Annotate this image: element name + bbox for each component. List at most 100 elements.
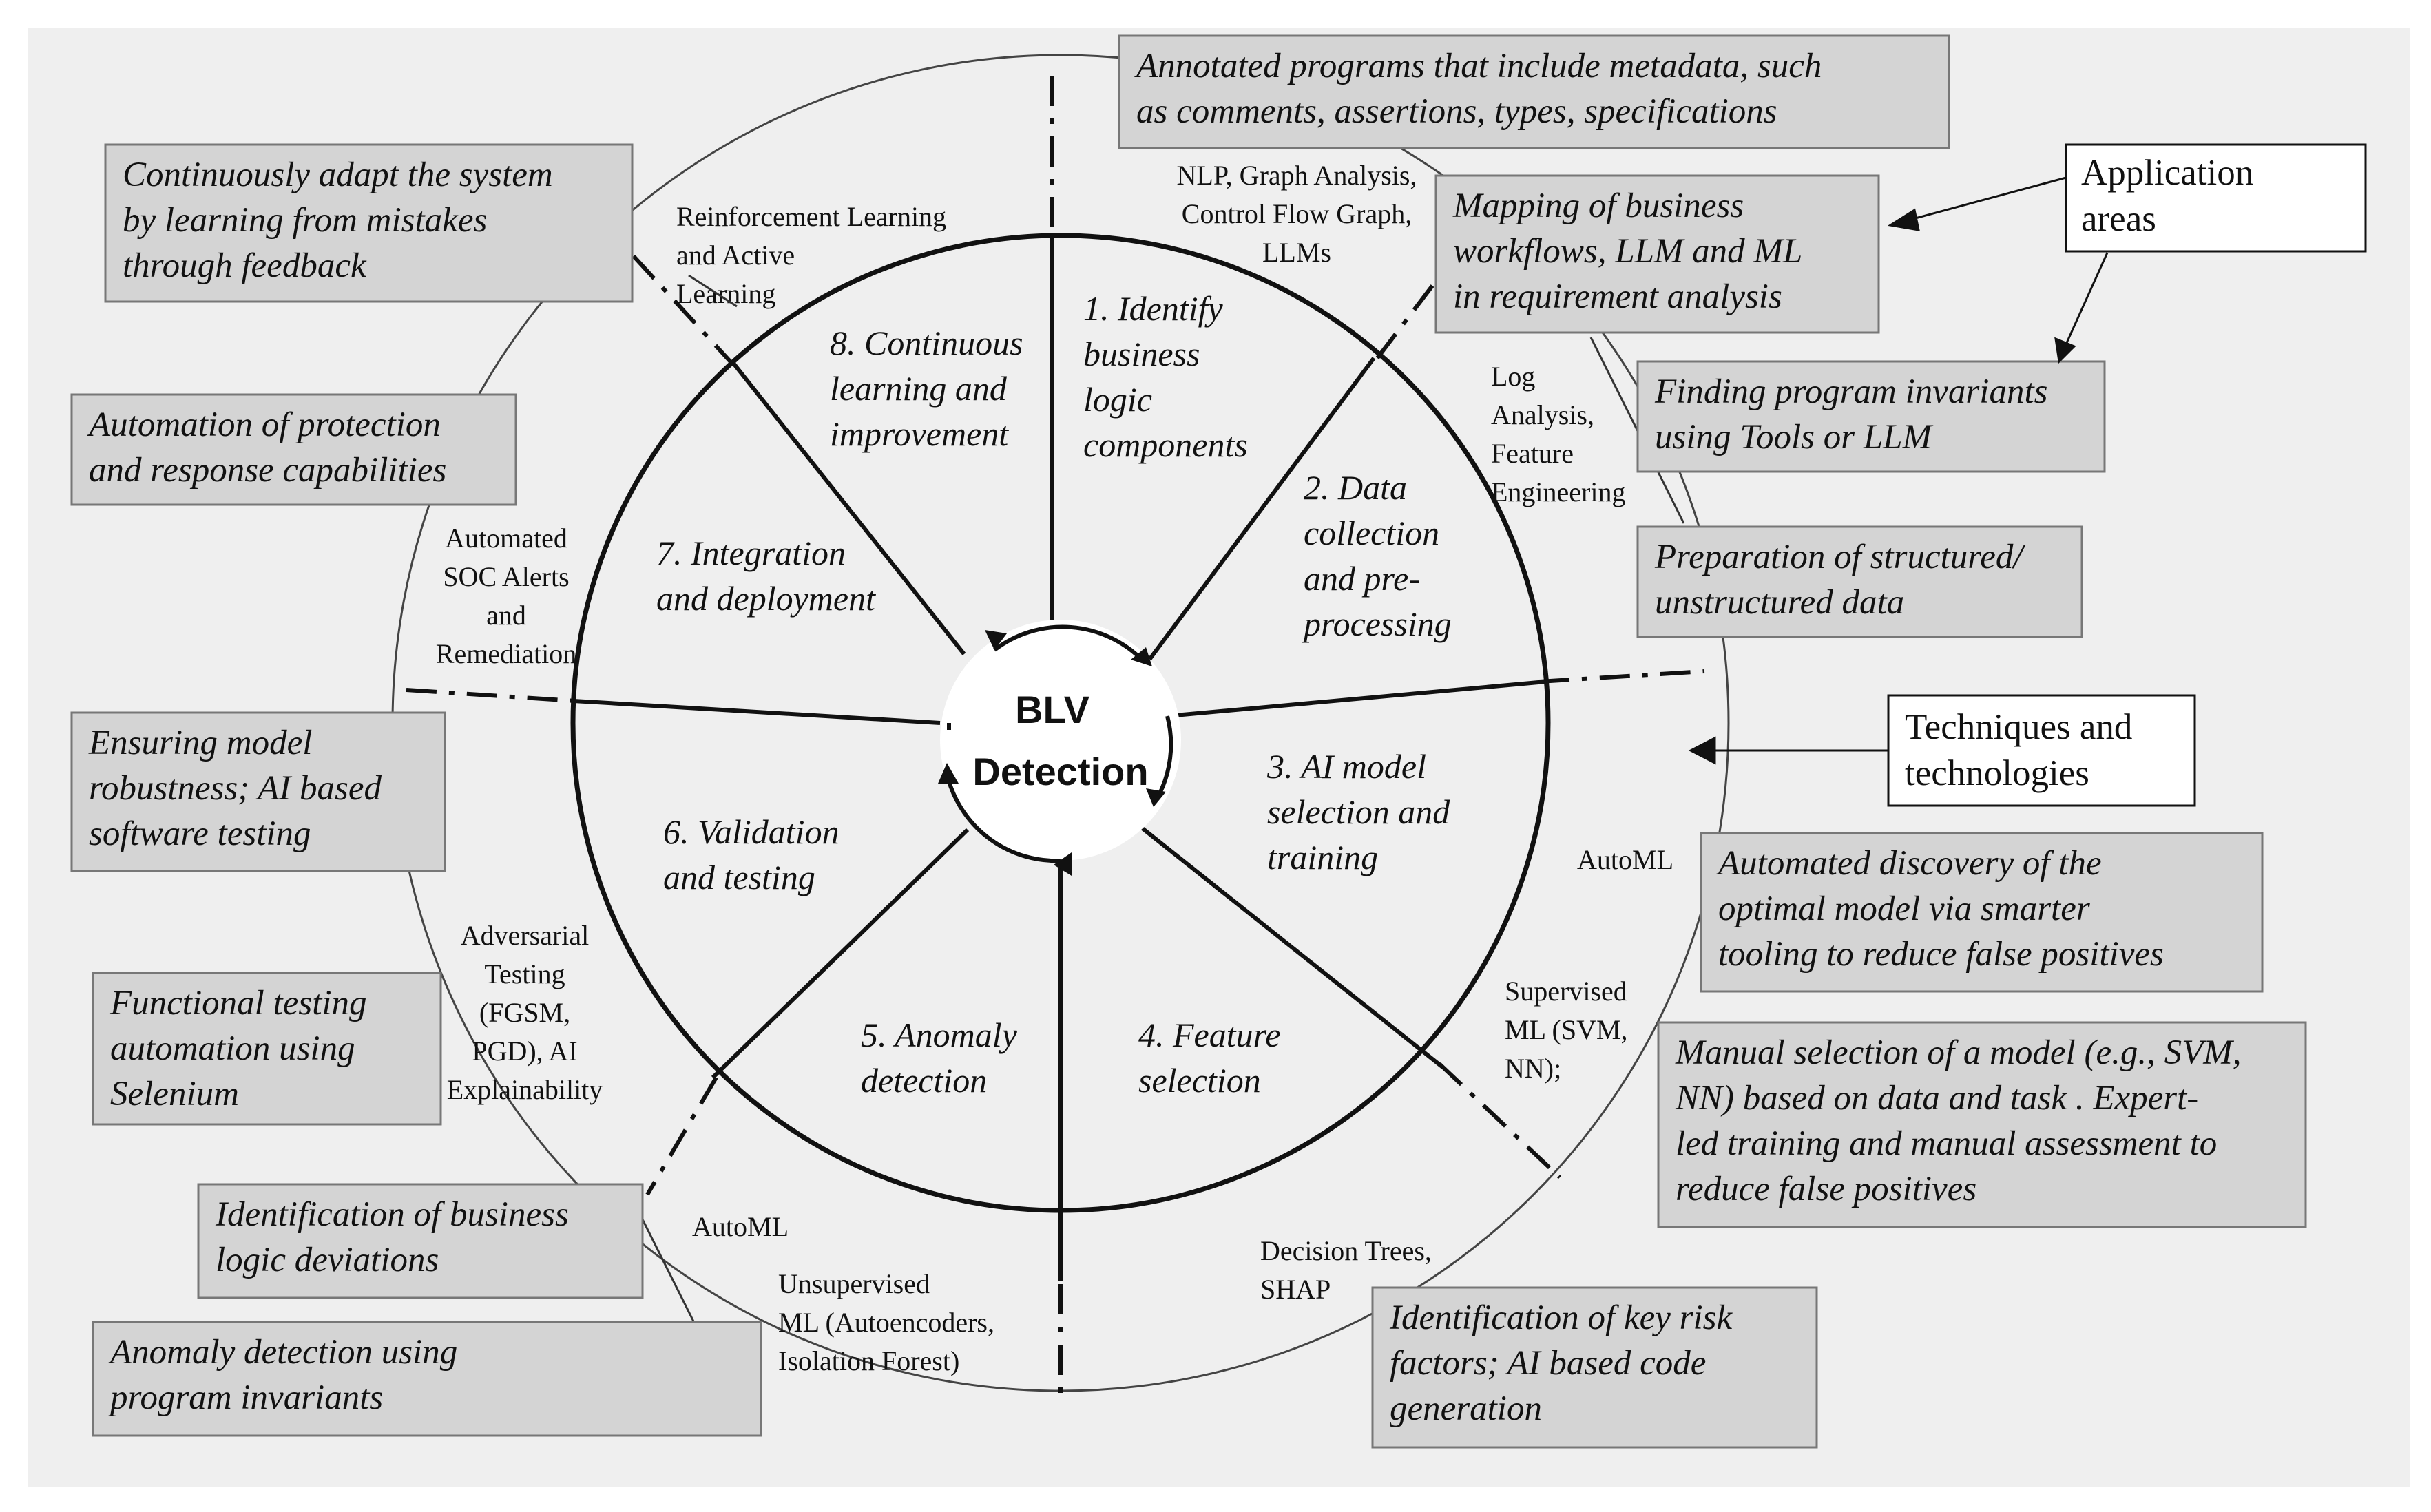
technique-log-line-1: Log [1491, 361, 1535, 392]
technique-nlp-line-3: LLMs [1262, 237, 1331, 268]
application-box-deviations-line-2: logic deviations [216, 1241, 439, 1279]
application-box-annotated: Annotated programs that include metadata… [1118, 34, 1950, 149]
application-boxes: Annotated programs that include metadata… [70, 34, 2307, 1449]
technique-soc-line-4: Remediation [436, 638, 576, 669]
technique-supervised-line-3: NN); [1505, 1053, 1561, 1084]
segment-7-line-2: and deployment [656, 579, 876, 618]
segment-8-line-1: 8. Continuous [830, 324, 1023, 362]
technique-log-line-3: Feature [1491, 438, 1574, 469]
application-box-robustness-line-2: robustness; AI based [89, 769, 382, 808]
segment-1-line-4: components [1083, 426, 1248, 464]
application-box-preparation-frame [1636, 525, 2083, 638]
segment-2-line-1: 2. Data [1304, 468, 1407, 507]
application-box-annotated-line-1: Annotated programs that include metadata… [1134, 47, 1822, 85]
application-box-robustness-frame [70, 711, 446, 872]
application-box-manual-selection-line-1: Manual selection of a model (e.g., SVM, [1675, 1033, 2241, 1072]
segment-4-line-1: 4. Feature [1138, 1016, 1280, 1054]
technique-automl-bottom: AutoML [692, 1211, 789, 1242]
application-box-manual-selection-line-3: led training and manual assessment to [1676, 1124, 2217, 1163]
segment-1-line-3: logic [1083, 380, 1152, 419]
application-box-functional-line-1: Functional testing [109, 984, 367, 1022]
segment-labels: 1. Identify business logic components 2. Dat… [656, 289, 1452, 1100]
technique-log-line-2: Analysis, [1491, 399, 1594, 430]
segment-6-line-2: and testing [663, 858, 815, 896]
segment-5-line-1: 5. Anomaly [861, 1016, 1018, 1054]
application-box-automated-discovery-line-3: tooling to reduce false positives [1718, 935, 2164, 974]
segment-1-line-2: business [1083, 335, 1200, 373]
application-box-mapping-frame [1434, 174, 1880, 334]
segment-5-line-2: detection [861, 1061, 987, 1100]
application-box-annotated-frame [1118, 34, 1950, 149]
application-box-protection-frame [70, 393, 517, 506]
application-box-anomaly-invariants-line-2: program invariants [108, 1378, 383, 1417]
segment-2-line-4: processing [1302, 605, 1452, 643]
technique-adversarial-line-5: Explainability [447, 1074, 603, 1105]
application-box-mapping-line-1: Mapping of business [1452, 187, 1744, 225]
technique-unsupervised-line-2: ML (Autoencoders, [778, 1307, 994, 1338]
spokes [573, 234, 1547, 1281]
technique-soc-line-2: SOC Alerts [443, 561, 569, 592]
center-title-line2: Detection [972, 750, 1148, 793]
application-box-functional-frame [92, 972, 442, 1126]
application-box-anomaly-invariants-frame [92, 1321, 762, 1437]
application-box-preparation-line-1: Preparation of structured/ [1654, 538, 2026, 576]
application-box-functional-line-2: automation using [110, 1029, 355, 1068]
application-box-mapping: Mapping of business workflows, LLM and ML… [1434, 174, 1880, 334]
technique-decision-line-1: Decision Trees, [1260, 1235, 1432, 1266]
application-box-adapt-line-3: through feedback [123, 246, 367, 285]
application-box-robustness-line-3: software testing [89, 815, 311, 853]
application-box-preparation-line-2: unstructured data [1655, 583, 1904, 622]
application-box-mapping-line-2: workflows, LLM and ML [1453, 232, 1802, 271]
technique-automl-right-line-1: AutoML [1577, 844, 1673, 875]
segment-1-line-1: 1. Identify [1083, 289, 1224, 328]
technique-nlp-line-1: NLP, Graph Analysis, [1177, 160, 1417, 191]
legend-application-areas-line2: areas [2081, 199, 2156, 239]
legend-application-areas-line1: Application [2081, 153, 2253, 193]
segment-5: 5. Anomaly detection [861, 1016, 1018, 1100]
technique-automl-bottom-line-1: AutoML [692, 1211, 789, 1242]
technique-nlp: NLP, Graph Analysis,Control Flow Graph,L… [1177, 160, 1417, 268]
technique-unsupervised-line-1: Unsupervised [778, 1268, 930, 1299]
technique-log-line-4: Engineering [1491, 476, 1626, 507]
technique-unsupervised-line-3: Isolation Forest) [778, 1345, 959, 1376]
application-box-preparation: Preparation of structured/unstructured d… [1636, 525, 2083, 638]
segment-7-line-1: 7. Integration [656, 534, 846, 572]
technique-supervised-line-1: Supervised [1505, 976, 1627, 1007]
technique-adversarial-line-1: Adversarial [461, 920, 590, 951]
application-box-invariants: Finding program invariants using Tools or… [1636, 360, 2106, 473]
application-box-key-risk-line-3: generation [1390, 1389, 1542, 1428]
segment-8: 8. Continuous learning and improvement [830, 324, 1023, 453]
application-box-invariants-line-1: Finding program invariants [1654, 372, 2047, 411]
application-box-deviations-frame [197, 1183, 644, 1299]
technique-soc-line-1: Automated [445, 523, 567, 554]
segment-8-line-3: improvement [830, 414, 1009, 453]
application-box-automated-discovery: Automated discovery of the optimal model … [1700, 832, 2264, 993]
application-box-automated-discovery-line-2: optimal model via smarter [1718, 890, 2090, 928]
segment-8-line-2: learning and [830, 369, 1008, 408]
application-box-manual-selection-frame [1657, 1021, 2307, 1228]
outer-dash-dot-dividers [406, 76, 1705, 1394]
segment-3-line-2: selection and [1267, 792, 1450, 831]
application-box-automated-discovery-line-1: Automated discovery of the [1716, 844, 2102, 883]
legend: Application areas Techniques and technol… [1688, 143, 2367, 807]
technique-adversarial-line-3: (FGSM, [479, 997, 570, 1028]
legend-techniques-line1: Techniques and [1905, 707, 2132, 747]
legend-techniques: Techniques and technologies [1887, 694, 2196, 807]
application-box-invariants-line-2: using Tools or LLM [1655, 418, 1934, 456]
technique-rl-line-2: and Active [676, 240, 795, 271]
application-box-invariants-frame [1636, 360, 2106, 473]
cycle-arrowheads [938, 630, 1166, 876]
segment-3-line-1: 3. AI model [1266, 747, 1426, 786]
